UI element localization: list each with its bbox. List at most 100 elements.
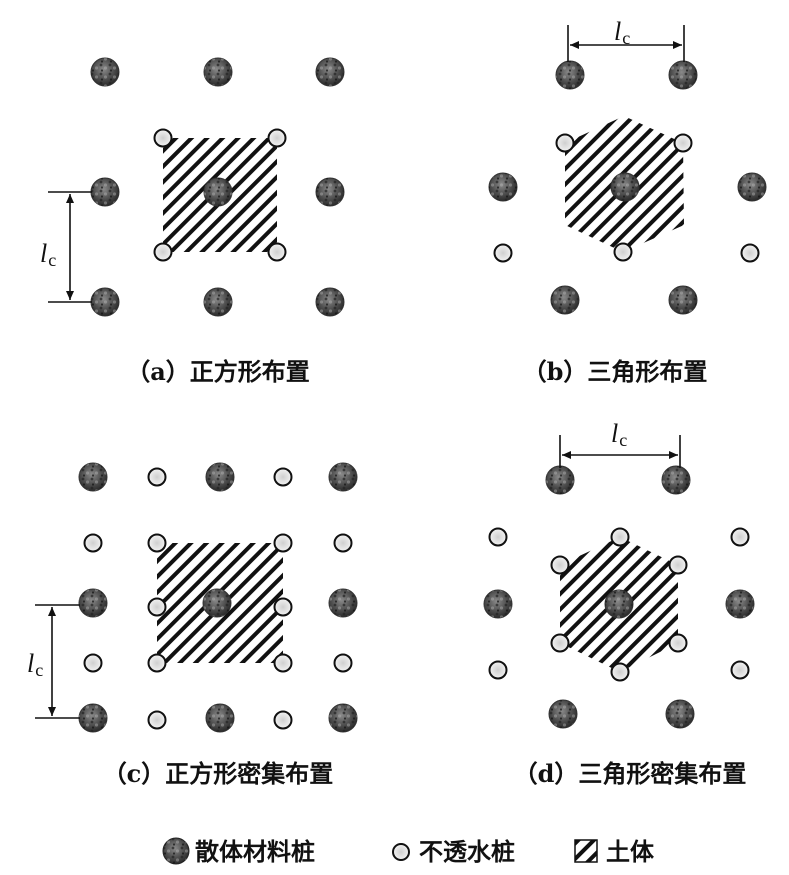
arrowhead (669, 451, 678, 459)
impermeable-pile (493, 243, 513, 263)
gravel-pile (488, 172, 518, 202)
impermeable-pile (267, 242, 287, 262)
arrowhead (66, 291, 74, 300)
impermeable-pile (267, 128, 287, 148)
impermeable-pile (730, 527, 750, 547)
gravel-pile-texture (206, 704, 234, 732)
gravel-pile (665, 699, 695, 729)
impermeable-pile (273, 710, 293, 730)
gravel-pile-texture (91, 178, 119, 206)
dimension-label-b: lc (614, 17, 630, 48)
impermeable-pile (613, 242, 633, 262)
impermeable-pile (147, 653, 167, 673)
gravel-pile-texture (203, 589, 231, 617)
impermeable-pile (668, 555, 688, 575)
impermeable-pile (147, 533, 167, 553)
gravel-pile (203, 177, 233, 207)
gravel-pile (668, 285, 698, 315)
legend: 散体材料桩 不透水桩 土体 (162, 837, 655, 866)
gravel-pile (555, 60, 585, 90)
gravel-pile-texture (726, 590, 754, 618)
arrowhead (48, 607, 56, 616)
arrowhead (66, 194, 74, 203)
impermeable-pile (488, 660, 508, 680)
impermeable-pile (550, 555, 570, 575)
gravel-pile-texture (329, 704, 357, 732)
impermeable-pile (333, 533, 353, 553)
gravel-pile (205, 703, 235, 733)
dimension-label-a: lc (40, 239, 56, 270)
gravel-pile (610, 172, 640, 202)
gravel-pile (78, 703, 108, 733)
gravel-pile (737, 172, 767, 202)
gravel-pile-texture (549, 700, 577, 728)
gravel-pile-texture (204, 288, 232, 316)
impermeable-pile (147, 597, 167, 617)
impermeable-pile (273, 597, 293, 617)
gravel-pile-texture (551, 286, 579, 314)
gravel-pile-texture (556, 61, 584, 89)
gravel-pile-texture (79, 589, 107, 617)
gravel-pile-texture (316, 288, 344, 316)
dimension-label-d: lc (611, 419, 627, 450)
arrowhead (570, 41, 579, 49)
gravel-pile-texture (605, 590, 633, 618)
caption-c: （c）正方形密集布置 (103, 759, 334, 788)
gravel-pile (90, 57, 120, 87)
gravel-pile-texture (79, 463, 107, 491)
gravel-pile (78, 462, 108, 492)
gravel-pile (203, 287, 233, 317)
gravel-pile-texture (329, 463, 357, 491)
gravel-pile-texture (669, 286, 697, 314)
gravel-pile-texture (489, 173, 517, 201)
gravel-pile-texture (91, 288, 119, 316)
gravel-pile-texture (666, 700, 694, 728)
impermeable-pile (555, 133, 575, 153)
impermeable-pile (273, 653, 293, 673)
arrowhead (562, 451, 571, 459)
gravel-pile-texture (611, 173, 639, 201)
arrowhead (48, 707, 56, 716)
gravel-pile (78, 588, 108, 618)
impermeable-pile (673, 133, 693, 153)
gravel-pile (202, 588, 232, 618)
impermeable-pile (153, 128, 173, 148)
gravel-pile (90, 287, 120, 317)
gravel-pile-texture (669, 61, 697, 89)
gravel-pile-legend-icon (162, 837, 190, 865)
gravel-pile (550, 285, 580, 315)
gravel-pile (203, 57, 233, 87)
impermeable-pile (273, 467, 293, 487)
impermeable-pile (610, 527, 630, 547)
gravel-pile-texture (206, 463, 234, 491)
impermeable-pile (610, 662, 630, 682)
gravel-pile-texture (738, 173, 766, 201)
gravel-pile (205, 462, 235, 492)
gravel-pile (315, 177, 345, 207)
gravel-pile-texture (79, 704, 107, 732)
gravel-pile (604, 589, 634, 619)
caption-a: （a）正方形布置 (126, 357, 310, 386)
gravel-pile-texture (484, 590, 512, 618)
legend-gravel-pile-label: 散体材料桩 (195, 837, 315, 866)
gravel-pile (725, 589, 755, 619)
impermeable-pile (740, 243, 760, 263)
gravel-pile (315, 287, 345, 317)
gravel-pile-texture (204, 58, 232, 86)
impermeable-pile (550, 633, 570, 653)
impermeable-pile (83, 653, 103, 673)
caption-b: （b）三角形布置 (523, 357, 708, 386)
gravel-pile (661, 465, 691, 495)
gravel-pile (483, 589, 513, 619)
gravel-pile-texture (662, 466, 690, 494)
soil-legend-icon (574, 839, 598, 863)
gravel-pile-texture (546, 466, 574, 494)
gravel-pile (545, 465, 575, 495)
impermeable-pile (668, 633, 688, 653)
gravel-pile (548, 699, 578, 729)
gravel-pile (328, 588, 358, 618)
arrowhead (673, 41, 682, 49)
gravel-pile (328, 703, 358, 733)
gravel-pile-texture (91, 58, 119, 86)
impermeable-pile (730, 660, 750, 680)
